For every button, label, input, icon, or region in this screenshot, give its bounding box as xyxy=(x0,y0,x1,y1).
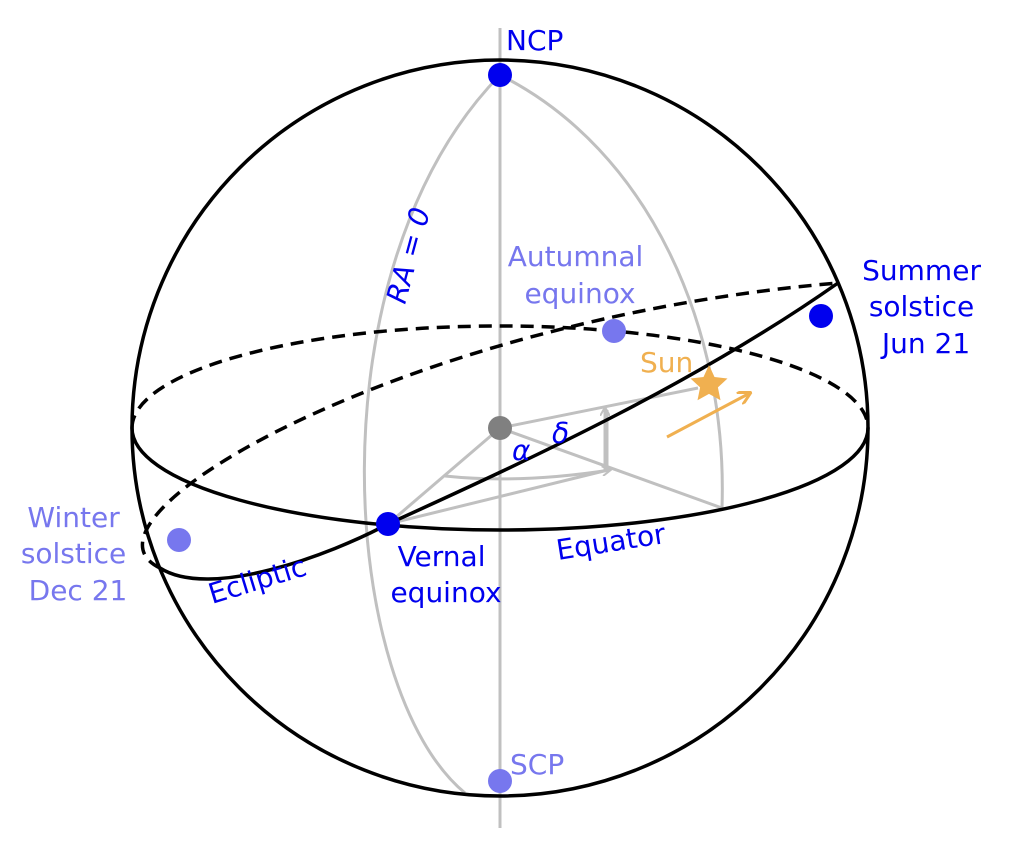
ecliptic-front xyxy=(159,281,840,581)
coordinate-construction xyxy=(387,386,723,526)
scp-label: SCP xyxy=(510,748,564,781)
delta-label: δ xyxy=(552,417,569,450)
sun-label: Sun xyxy=(640,346,693,379)
winter-solstice-label: Winter solstice Dec 21 xyxy=(21,501,135,607)
autumnal-equinox-label: Autumnal equinox xyxy=(508,240,653,310)
scp-point xyxy=(488,769,512,793)
alpha-label: α xyxy=(512,434,531,467)
summer-solstice-label: Summer solstice Jun 21 xyxy=(862,254,990,360)
ncp-point xyxy=(488,63,512,87)
vernal-equinox-label: Vernal equinox xyxy=(390,540,501,609)
sun-star-icon xyxy=(690,365,728,401)
center-point xyxy=(488,416,512,440)
equator-label: Equator xyxy=(554,517,668,567)
sun-motion-arrow xyxy=(666,393,750,439)
ra-zero-label: RA = 0 xyxy=(380,204,437,307)
ecliptic-back xyxy=(140,281,839,570)
equator-back xyxy=(130,324,870,429)
ecliptic-label: Ecliptic xyxy=(204,550,310,611)
autumnal-equinox-point xyxy=(602,319,626,343)
ra-zero-meridian xyxy=(362,73,502,795)
summer-solstice-point xyxy=(809,304,833,328)
ncp-label: NCP xyxy=(506,24,563,57)
sun-hour-circle xyxy=(499,73,724,509)
vernal-equinox-point xyxy=(376,512,400,536)
equator-front xyxy=(130,427,870,532)
winter-solstice-point xyxy=(167,528,191,552)
